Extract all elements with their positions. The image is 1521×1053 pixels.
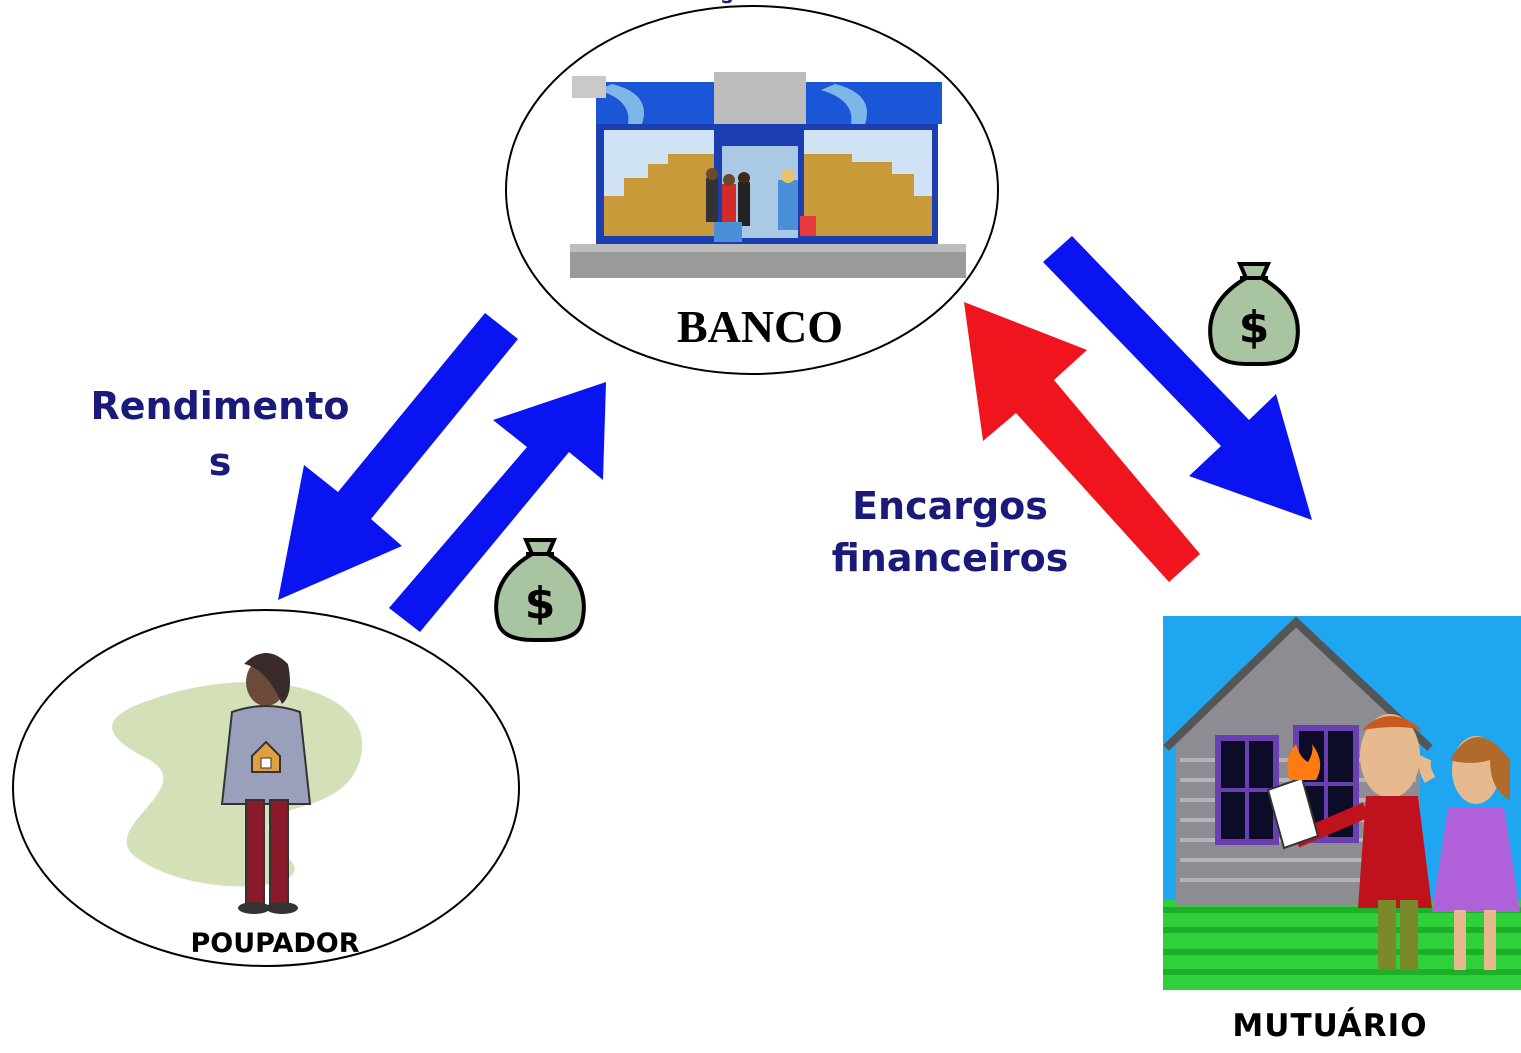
returns-edge-label: Rendimento s	[60, 378, 380, 490]
svg-text:$: $	[1239, 302, 1270, 353]
returns-label-line2: s	[208, 440, 232, 484]
saver-label: POUPADOR	[190, 928, 360, 959]
top-clipped-label: s	[712, 0, 742, 6]
charges-label-line2: financeiros	[831, 536, 1069, 580]
charges-label-line1: Encargos	[852, 484, 1048, 528]
bank-storefront-illustration	[570, 72, 966, 278]
arrow-bank-to-saver	[278, 313, 518, 600]
borrower-label: MUTUÁRIO	[1232, 1008, 1428, 1044]
returns-label-line1: Rendimento	[90, 384, 350, 428]
arrow-bank-to-borrower	[1043, 236, 1312, 520]
house-couple-illustration	[1163, 616, 1521, 990]
charges-edge-label: Encargos financeiros	[790, 480, 1110, 584]
saver-node	[12, 609, 520, 967]
person-holding-house-illustration	[112, 653, 363, 914]
svg-text:$: $	[525, 578, 556, 629]
money-bag-icon: $	[494, 538, 586, 642]
money-bag-icon: $	[1208, 262, 1300, 366]
bank-node	[505, 5, 999, 375]
arrow-saver-to-bank	[389, 382, 606, 632]
borrower-node	[1163, 616, 1521, 990]
bank-label: BANCO	[676, 301, 844, 352]
arrow-borrower-to-bank	[964, 302, 1200, 582]
